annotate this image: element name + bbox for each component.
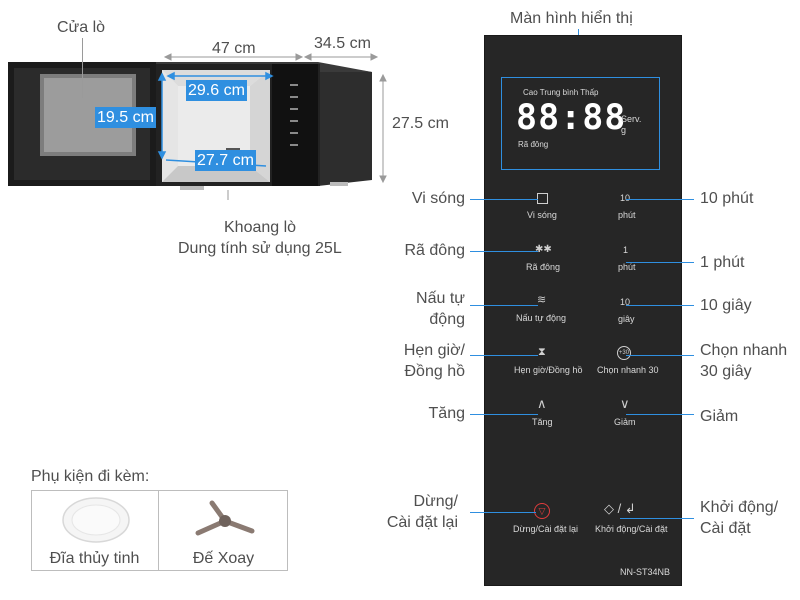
display-serv: Serv. xyxy=(621,114,642,124)
pointer-up xyxy=(470,414,538,415)
capacity-label: Dung tính sử dụng 25L xyxy=(178,240,342,257)
plate-label: Đĩa thủy tinh xyxy=(49,550,140,567)
up-icon: ∧ xyxy=(537,396,547,411)
cavity-label: Khoang lò xyxy=(224,219,297,236)
btn-timer[interactable]: Hẹn giờ/Đồng hồ xyxy=(514,365,583,375)
pointer-1min xyxy=(626,262,694,263)
power-levels: Cao Trung bình Thấp xyxy=(523,88,599,97)
btn-auto-cook[interactable]: Nấu tự động xyxy=(516,313,567,323)
microwave-icon xyxy=(537,193,548,204)
stop-icon: ▽ xyxy=(534,503,550,519)
cavity-depth-label: 27.7 cm xyxy=(195,150,256,171)
display-defrost: Rã đông xyxy=(518,140,549,149)
down-icon: ∨ xyxy=(620,396,630,411)
oven-body-side xyxy=(318,64,372,186)
display-title: Màn hình hiển thị xyxy=(510,10,633,27)
pointer-timer xyxy=(470,355,538,356)
quick-start-icon: +30 xyxy=(617,346,631,360)
btn-stop[interactable]: Dừng/Cài đặt lại xyxy=(513,524,579,534)
auto-cook-icon: ≋ xyxy=(537,294,547,306)
pointer-10min xyxy=(626,199,694,200)
callout-defrost: Rã đông xyxy=(404,242,466,259)
oven-depth-label: 34.5 cm xyxy=(314,35,371,52)
turntable-stand-image xyxy=(195,500,255,536)
defrost-icon: ✱✱ xyxy=(535,244,552,255)
btn-10s-num[interactable]: 10 xyxy=(620,297,631,307)
stand-label: Đế Xoay xyxy=(192,550,255,567)
btn-microwave[interactable]: Vi sóng xyxy=(527,210,557,220)
pointer-stop xyxy=(470,512,536,513)
callout-down: Giảm xyxy=(700,408,739,425)
oven-width-label: 47 cm xyxy=(212,40,256,57)
btn-10min-num[interactable]: 10 xyxy=(620,193,631,203)
glass-plate-image xyxy=(62,497,130,543)
btn-down[interactable]: Giảm xyxy=(614,417,636,427)
callout-microwave: Vi sóng xyxy=(411,190,465,207)
btn-start[interactable]: Khởi động/Cài đặt xyxy=(595,524,668,534)
callout-quick-1: Chọn nhanh xyxy=(700,342,788,359)
oven-height-label: 27.5 cm xyxy=(392,115,449,132)
start-icon: ◇ / ↲ xyxy=(604,501,636,516)
callout-stop-2: Cài đặt lại xyxy=(386,514,458,531)
pointer-defrost xyxy=(470,251,538,252)
btn-10min-unit: phút xyxy=(618,210,636,220)
callout-timer-1: Hẹn giờ/ xyxy=(403,342,465,359)
pointer-microwave xyxy=(470,199,538,200)
cavity-height-label: 19.5 cm xyxy=(95,107,156,128)
pointer-auto xyxy=(470,305,538,306)
model-number: NN-ST34NB xyxy=(620,567,671,577)
door-label: Cửa lò xyxy=(57,19,106,36)
accessories-table xyxy=(31,490,288,571)
display-digits: 88:88 xyxy=(516,98,627,138)
door-pointer xyxy=(82,38,83,98)
accessories-divider xyxy=(158,490,159,571)
cavity-width-label: 29.6 cm xyxy=(186,80,247,101)
pointer-down xyxy=(626,414,694,415)
btn-10s-unit: giây xyxy=(618,314,635,324)
btn-up[interactable]: Tăng xyxy=(532,417,553,427)
callout-auto-2: động xyxy=(429,311,465,328)
oven-control-strip xyxy=(272,64,318,186)
hourglass-icon: ⧗ xyxy=(538,346,546,358)
callout-start-1: Khởi động/ xyxy=(700,499,779,516)
callout-10s: 10 giây xyxy=(700,297,752,314)
btn-1min-num[interactable]: 1 xyxy=(623,245,629,255)
display-highlight xyxy=(501,77,660,170)
callout-stop-1: Dừng/ xyxy=(413,493,458,510)
pointer-quick xyxy=(626,355,694,356)
btn-defrost[interactable]: Rã đông xyxy=(526,262,561,272)
callout-1min: 1 phút xyxy=(700,254,745,271)
callout-auto-1: Nấu tự xyxy=(416,290,465,307)
pointer-start xyxy=(620,518,694,519)
accessories-title: Phụ kiện đi kèm: xyxy=(31,468,150,485)
display-gram: g xyxy=(621,125,627,135)
btn-1min-unit: phút xyxy=(618,262,636,272)
pointer-10s xyxy=(626,305,694,306)
callout-timer-2: Đồng hồ xyxy=(404,363,466,380)
callout-start-2: Cài đặt xyxy=(700,520,751,537)
callout-10min: 10 phút xyxy=(700,190,754,207)
btn-quick-start[interactable]: Chọn nhanh 30 xyxy=(597,365,659,375)
callout-up: Tăng xyxy=(428,405,465,422)
control-panel xyxy=(484,35,682,586)
callout-quick-2: 30 giây xyxy=(700,363,752,380)
